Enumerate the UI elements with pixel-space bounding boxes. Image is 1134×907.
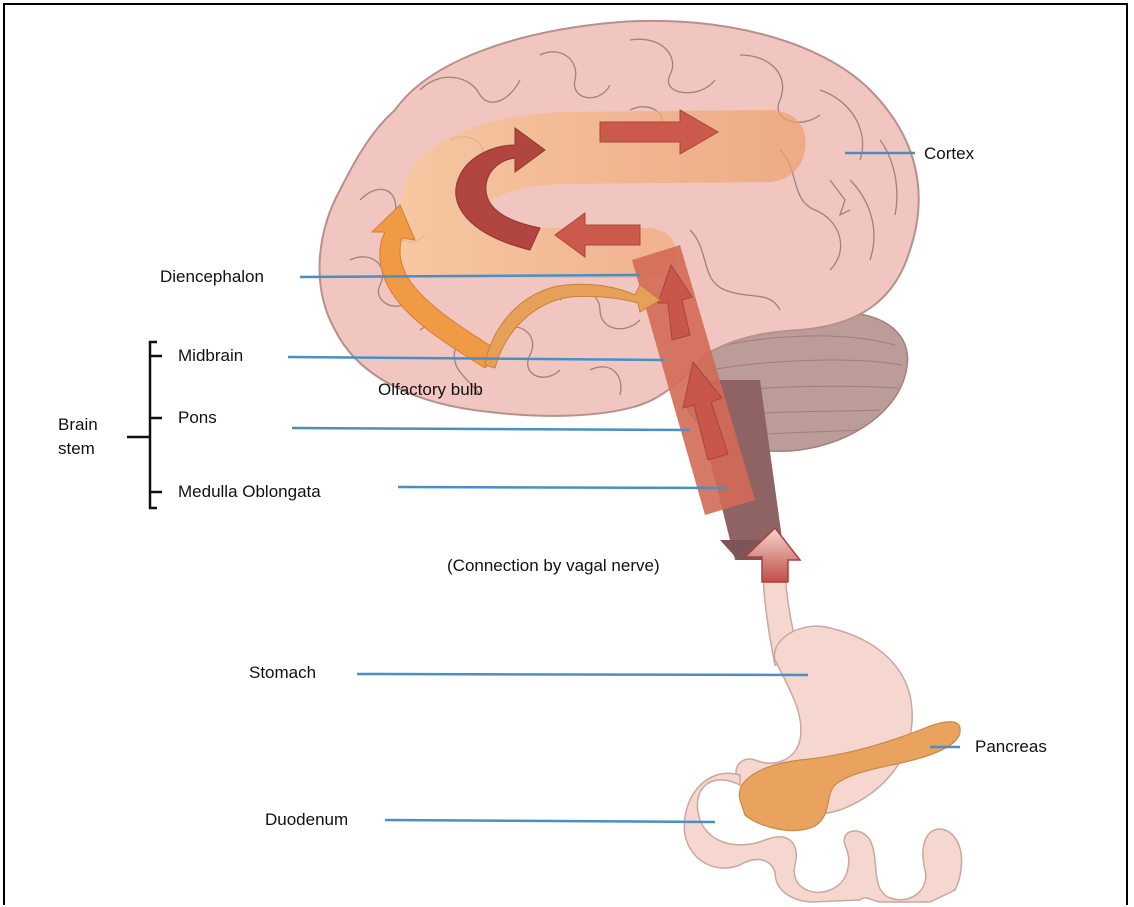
leader-pons (292, 428, 690, 430)
leader-stomach (357, 674, 808, 675)
label-olfactory-bulb: Olfactory bulb (378, 380, 483, 400)
label-brain-stem-line2: stem (58, 439, 95, 459)
label-midbrain: Midbrain (178, 346, 243, 366)
label-vagal-connection: (Connection by vagal nerve) (447, 556, 660, 576)
label-cortex: Cortex (924, 144, 974, 164)
label-medulla-oblongata: Medulla Oblongata (178, 482, 321, 502)
leader-duodenum (385, 820, 715, 822)
label-duodenum: Duodenum (265, 810, 348, 830)
leader-medulla (398, 487, 727, 488)
label-stomach: Stomach (249, 663, 316, 683)
label-diencephalon: Diencephalon (160, 267, 264, 287)
brain-stem-bracket (127, 342, 162, 508)
label-brain-stem-line1: Brain (58, 415, 98, 435)
label-pons: Pons (178, 408, 217, 428)
label-pancreas: Pancreas (975, 737, 1047, 757)
